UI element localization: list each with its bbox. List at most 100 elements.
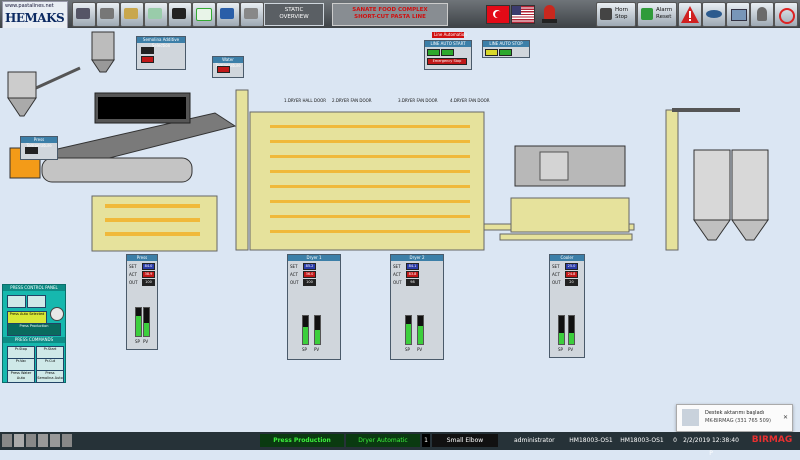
date-time: 2/2/2019 12:38:40 P: [683, 437, 739, 457]
gauge-out: 98: [406, 279, 419, 286]
nav-trend-button[interactable]: [192, 2, 216, 27]
line-stop-head: LINE AUTO STOP: [483, 41, 529, 47]
gauge-sp-label: SP: [302, 347, 307, 352]
gauge-set[interactable]: 84.1: [406, 263, 419, 270]
alarm-list-button[interactable]: [678, 2, 702, 27]
press-speed-knob-icon[interactable]: [50, 307, 64, 321]
line-stop-button[interactable]: [485, 49, 498, 56]
user-button[interactable]: [750, 2, 774, 27]
press-water-auto-button[interactable]: Press Water Auto: [7, 370, 35, 383]
line-start-panel: LINE AUTO START Emergency Stop: [424, 40, 472, 70]
dryer-door-label-1: 1.DRYER HALL DOOR: [284, 98, 327, 103]
nav-dryer-button[interactable]: [120, 2, 144, 27]
gauge-title: Dryer 1: [288, 255, 340, 261]
gauge-bar-pv: [568, 315, 575, 345]
gauge-tag: OUT: [129, 280, 138, 285]
nav-motors-button[interactable]: [168, 2, 192, 27]
nav-settings-button[interactable]: [240, 2, 264, 27]
gauge-tag: ACT: [393, 272, 401, 277]
gauge-sp-label: SP: [405, 347, 410, 352]
line-start-head: LINE AUTO START: [425, 41, 471, 47]
press-semolina-auto-label: Press Semolina Auto: [37, 371, 63, 380]
note-icon[interactable]: [38, 434, 48, 447]
nav-press-button[interactable]: [72, 2, 96, 27]
elevator-2: [665, 109, 679, 251]
nav-monitor-button[interactable]: [216, 2, 240, 27]
status-bar: Press Production Dryer Automatic 1 Small…: [0, 432, 800, 457]
user-name: administrator: [514, 437, 555, 444]
help-icon[interactable]: [14, 434, 24, 447]
title-line1: SANATE FOOD COMPLEX: [352, 7, 428, 13]
gauge-out: 100: [142, 279, 155, 286]
line-title: SANATE FOOD COMPLEX SHORT-CUT PASTA LINE: [332, 3, 448, 26]
gauge-set-value: 84.1: [408, 264, 417, 268]
gauge-set[interactable]: 85.2: [303, 263, 316, 270]
gauge-bar-sp: [405, 315, 412, 345]
gauge-panel-dryer1: Dryer 1 SET 85.2 ACT 36.0 OUT 100 SP PV: [287, 254, 341, 360]
gauge-tag: OUT: [290, 280, 299, 285]
gauge-tag: OUT: [393, 280, 402, 285]
press-temp-value: [25, 147, 38, 154]
gauge-bar-sp: [302, 315, 309, 345]
alarm-light-icon: [541, 3, 558, 24]
nav-conveyor-button[interactable]: [144, 2, 168, 27]
us-flag-icon[interactable]: [511, 5, 535, 24]
power-button[interactable]: [774, 2, 798, 27]
printer-button[interactable]: [726, 2, 750, 27]
station-2: HM18003-OS1: [620, 437, 664, 444]
alarm-reset-button[interactable]: Alarm Reset: [637, 2, 677, 27]
nav-dosing-button[interactable]: [96, 2, 120, 27]
semolina-set-value[interactable]: [141, 47, 154, 54]
emergency-stop-button[interactable]: Emergency Stop: [427, 58, 467, 65]
title-line2: SHORT-CUT PASTA LINE: [354, 14, 426, 20]
static-overview-label: STATIC OVERVIEW: [279, 7, 309, 20]
storage-silos: [693, 149, 769, 241]
gauge-set[interactable]: 25.0: [565, 263, 578, 270]
network-button[interactable]: [702, 2, 726, 27]
top-toolbar: www.pastalines.net HEMAKS STATIC OVERVIE…: [0, 0, 800, 29]
monitor-icon: [220, 8, 234, 19]
screen-icon[interactable]: [26, 434, 36, 447]
flag-crescent-cut: [495, 11, 502, 18]
support-toast[interactable]: Destek aktarımı başladı MK-BIRMAG (331 7…: [676, 404, 793, 432]
station-1: HM18003-OS1: [569, 437, 613, 444]
press-mode-button-1[interactable]: [7, 295, 26, 308]
motor-icon: [172, 8, 186, 19]
line-start-button[interactable]: [427, 49, 440, 56]
gauge-bar-sp: [558, 315, 565, 345]
gauge-set[interactable]: 84.0: [142, 263, 155, 270]
gauge-tag: ACT: [129, 272, 137, 277]
gauge-pv-label: PV: [417, 347, 423, 352]
toast-close-icon[interactable]: ✕: [782, 414, 788, 421]
bar-fill: [569, 333, 574, 344]
press-mode-button-2[interactable]: [27, 295, 46, 308]
emergency-stop-label: Emergency Stop: [432, 59, 462, 63]
keyboard-icon[interactable]: [2, 434, 12, 447]
gauge-title: Cooler: [550, 255, 584, 261]
check-icon: [641, 8, 653, 20]
process-diagram: [7, 31, 769, 252]
gauge-out-value: 100: [145, 280, 152, 284]
static-overview-button[interactable]: STATIC OVERVIEW: [264, 3, 324, 26]
elevator-1: [235, 89, 249, 251]
turkish-flag-icon[interactable]: [486, 5, 510, 24]
horn-stop-button[interactable]: Horn Stop: [596, 2, 636, 27]
gauge-pv-label: PV: [143, 339, 149, 344]
dryer-mode: Dryer Automatic: [346, 434, 420, 447]
gauge-pv-label: PV: [568, 347, 574, 352]
gauge-title: Dryer 2: [391, 255, 443, 261]
press-control-head: PRESS CONTROL PANEL: [3, 285, 65, 291]
press-semolina-auto-button[interactable]: Press Semolina Auto: [36, 370, 64, 383]
semolina-selection-panel: Semolina Additive Selection: [136, 36, 186, 70]
gauge-set-value: 84.0: [144, 264, 153, 268]
gauge-act: 83.8: [406, 271, 419, 278]
lock-icon[interactable]: [62, 434, 72, 447]
line-start-button-2[interactable]: [441, 49, 454, 56]
gauge-out: 20: [565, 279, 578, 286]
bar-fill: [418, 325, 423, 344]
print-icon[interactable]: [50, 434, 60, 447]
gauge-panel-press: Press SET 84.0 ACT 38.9 OUT 100 SP PV: [126, 254, 158, 350]
network-icon: [706, 10, 722, 18]
line-stop-button-2[interactable]: [499, 49, 512, 56]
gauge-act: 38.9: [142, 271, 155, 278]
